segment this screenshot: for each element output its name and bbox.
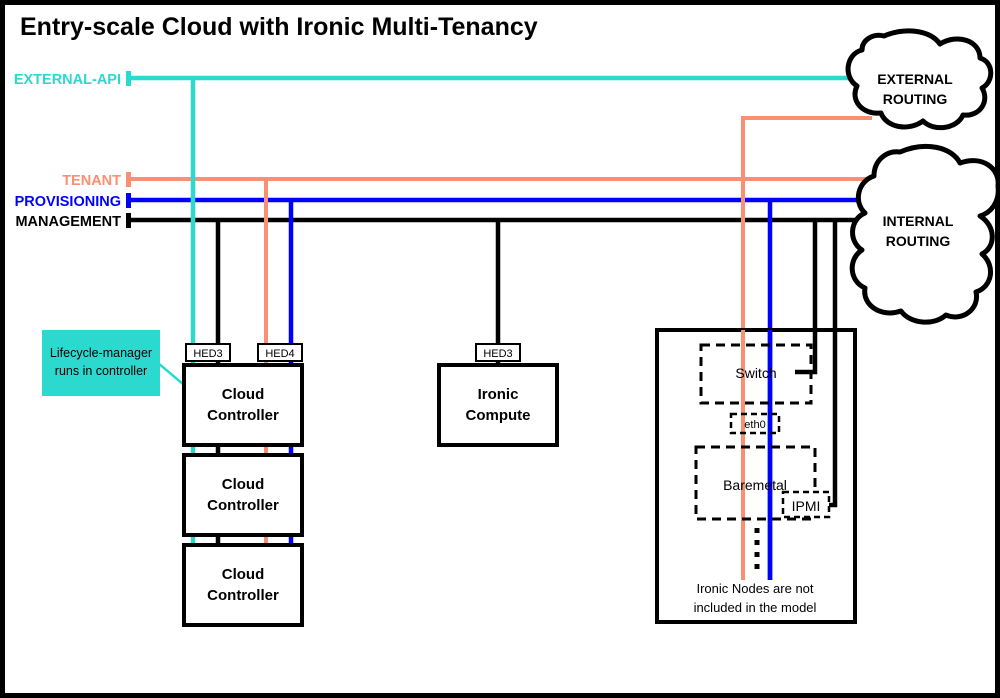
nic-chip-ipmi-baremetal-label: IPMI: [792, 498, 821, 514]
nic-chip-eth0-baremetal: eth0: [729, 412, 781, 435]
lane-label-provisioning: PROVISIONING: [15, 194, 121, 210]
nic-chip-eth0-baremetal-label: eth0: [744, 419, 765, 431]
node-cloud-controller-3-label-1: Cloud: [222, 566, 265, 583]
cloud-external-routing: EXTERNAL ROUTING: [845, 28, 994, 131]
cloud-internal-routing: INTERNAL ROUTING: [849, 143, 1000, 325]
node-ironic-compute-label-2: Compute: [466, 407, 531, 424]
baremetal-caption-line-1: Ironic Nodes are not: [696, 581, 813, 596]
cloud-internal-routing-label-2: ROUTING: [886, 233, 951, 249]
drop-management-switch: [795, 220, 818, 375]
node-cloud-controller-3-box: [182, 543, 304, 627]
nic-chip-ipmi-baremetal-box: [781, 490, 831, 519]
nic-chip-hed4-controller-label: HED4: [265, 348, 294, 360]
node-cloud-controller-2: Cloud Controller: [182, 453, 304, 537]
node-cloud-controller-2-box: [182, 453, 304, 537]
nic-chip-eth0-baremetal-box: [729, 412, 781, 435]
nic-chip-hed3-ironic-label: HED3: [483, 348, 512, 360]
cloud-external-routing-shape: [845, 28, 994, 131]
cloud-external-routing-label-1: EXTERNAL: [877, 71, 953, 87]
callout-text-line-2: runs in controller: [55, 364, 147, 378]
lane-label-tenant: TENANT: [62, 173, 121, 189]
nic-chip-hed4-controller-box: [257, 343, 303, 362]
node-ironic-compute-label-1: Ironic: [478, 386, 519, 403]
node-switch-label: Switch: [735, 365, 776, 381]
page-title: Entry-scale Cloud with Ironic Multi-Tena…: [20, 13, 538, 41]
lane-provisioning: PROVISIONING: [15, 193, 872, 210]
cloud-internal-routing-shape: [849, 143, 1000, 325]
lane-external-api: EXTERNAL-API: [14, 71, 862, 88]
callout-text-line-1: Lifecycle-manager: [50, 346, 152, 360]
node-cloud-controller-2-label-2: Controller: [207, 497, 279, 514]
node-baremetal: Baremetal: [694, 445, 817, 521]
node-cloud-controller-1: Cloud Controller: [182, 363, 304, 447]
nic-chip-hed3-controller-label: HED3: [193, 348, 222, 360]
node-cloud-controller-3-label-2: Controller: [207, 587, 279, 604]
lane-label-external-api: EXTERNAL-API: [14, 72, 121, 88]
node-cloud-controller-1-box: [182, 363, 304, 447]
nic-chip-hed3-ironic: HED3: [475, 343, 521, 362]
nic-chip-hed4-controller: HED4: [257, 343, 303, 362]
baremetal-group-container: [655, 328, 857, 624]
lane-label-management: MANAGEMENT: [15, 214, 121, 230]
callout-lifecycle-manager: Lifecycle-manager runs in controller: [42, 330, 197, 396]
nic-chip-hed3-controller: HED3: [185, 343, 231, 362]
cloud-external-routing-label-2: ROUTING: [883, 91, 948, 107]
node-baremetal-box: [694, 445, 817, 521]
nic-chip-ipmi-baremetal: IPMI: [781, 490, 831, 519]
node-ironic-compute-box: [437, 363, 559, 447]
callout-box: [42, 330, 160, 396]
node-cloud-controller-3: Cloud Controller: [182, 543, 304, 627]
baremetal-caption-line-2: included in the model: [694, 600, 817, 615]
nic-chip-hed3-controller-box: [185, 343, 231, 362]
node-baremetal-label: Baremetal: [723, 477, 787, 493]
node-ironic-compute: Ironic Compute: [437, 363, 559, 447]
node-switch: Switch: [699, 343, 813, 405]
nic-chip-hed3-ironic-box: [475, 343, 521, 362]
node-switch-box: [699, 343, 813, 405]
node-cloud-controller-1-label-1: Cloud: [222, 386, 265, 403]
node-cloud-controller-2-label-1: Cloud: [222, 476, 265, 493]
cloud-internal-routing-label-1: INTERNAL: [883, 213, 954, 229]
node-cloud-controller-1-label-2: Controller: [207, 407, 279, 424]
lane-management: MANAGEMENT: [15, 213, 876, 230]
